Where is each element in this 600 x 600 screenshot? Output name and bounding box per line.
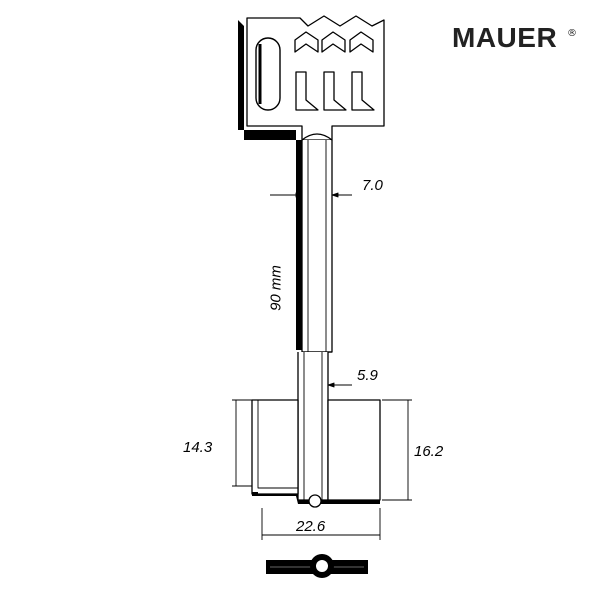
brand-logo: MAUER <box>452 22 558 53</box>
dimension-bit-height-left: 14.3 <box>183 439 213 456</box>
dimension-length: 90 mm <box>267 265 285 311</box>
key-bit <box>251 399 381 508</box>
dimension-bit-width: 22.6 <box>296 518 326 535</box>
key-shank <box>301 133 333 353</box>
dimension-bit-height-right: 16.2 <box>414 443 444 460</box>
registered-mark: ® <box>567 28 577 39</box>
key-tip <box>297 352 329 501</box>
key-cross-section <box>266 554 368 578</box>
dimension-tip-width: 5.9 <box>357 367 378 384</box>
key-bow <box>238 15 385 350</box>
dimension-lines <box>232 192 412 540</box>
dimension-shank-width: 7.0 <box>362 177 383 194</box>
